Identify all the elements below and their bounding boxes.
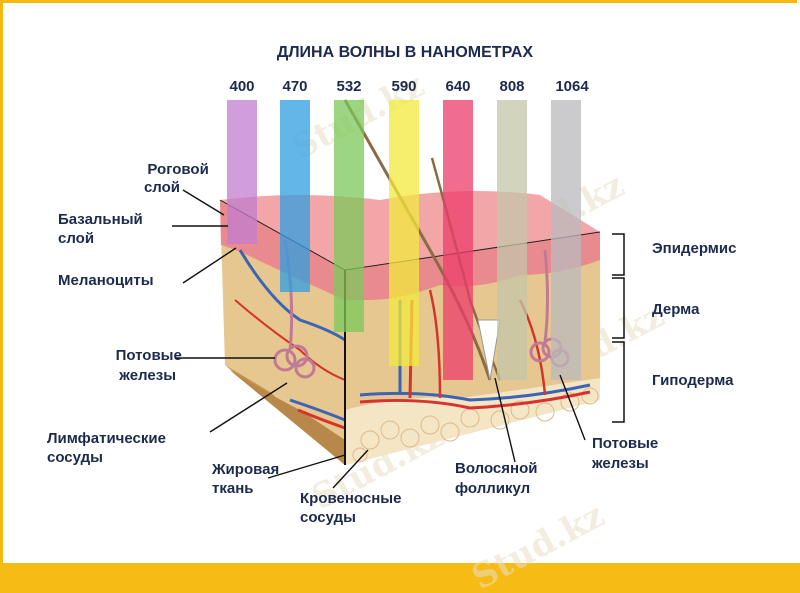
wavelength-label-470: 470 [282, 78, 307, 95]
leader-lines [172, 189, 586, 489]
wavelength-label-532: 532 [336, 78, 361, 95]
watermark-text: Stud.kz [465, 495, 610, 593]
wavelength-bar-640 [443, 100, 473, 380]
fat-cells [352, 387, 599, 463]
wavelength-label-590: 590 [391, 78, 416, 95]
label-basal-layer: Базальный слой [58, 211, 147, 247]
label-hypodermis: Гиподерма [652, 372, 734, 389]
wavelength-label-640: 640 [445, 78, 470, 95]
bottom-accent-band [0, 563, 800, 593]
wavelength-bar-532 [334, 100, 364, 332]
label-sweat-glands-left: Потовые железы [116, 347, 186, 384]
label-horny-layer: Роговой слой [144, 161, 213, 196]
wavelength-bar-470 [280, 100, 310, 292]
label-dermis: Дерма [652, 301, 700, 318]
label-melanocytes: Меланоциты [58, 272, 154, 289]
diagram-title: ДЛИНА ВОЛНЫ В НАНОМЕТРАХ [277, 44, 533, 61]
label-blood-vessels: Кровеносные сосуды [300, 490, 406, 526]
label-sweat-glands-right: Потовые железы [591, 435, 662, 472]
wavelength-label-400: 400 [229, 78, 254, 95]
wavelength-bar-400 [227, 100, 257, 244]
label-epidermis: Эпидермис [652, 240, 736, 257]
label-hair-follicle: Волосяной фолликул [455, 460, 542, 497]
wavelength-bar-1064 [551, 100, 581, 380]
label-lymph-vessels: Лимфатические сосуды [47, 430, 170, 466]
wavelength-label-1064: 1064 [555, 78, 589, 95]
layer-brackets [612, 233, 625, 423]
wavelength-bar-590 [389, 100, 419, 366]
wavelength-bars [227, 100, 581, 380]
wavelength-bar-808 [497, 100, 527, 380]
hairs [343, 99, 502, 381]
wavelength-label-808: 808 [499, 78, 524, 95]
label-fat-tissue: Жировая ткань [211, 461, 283, 497]
